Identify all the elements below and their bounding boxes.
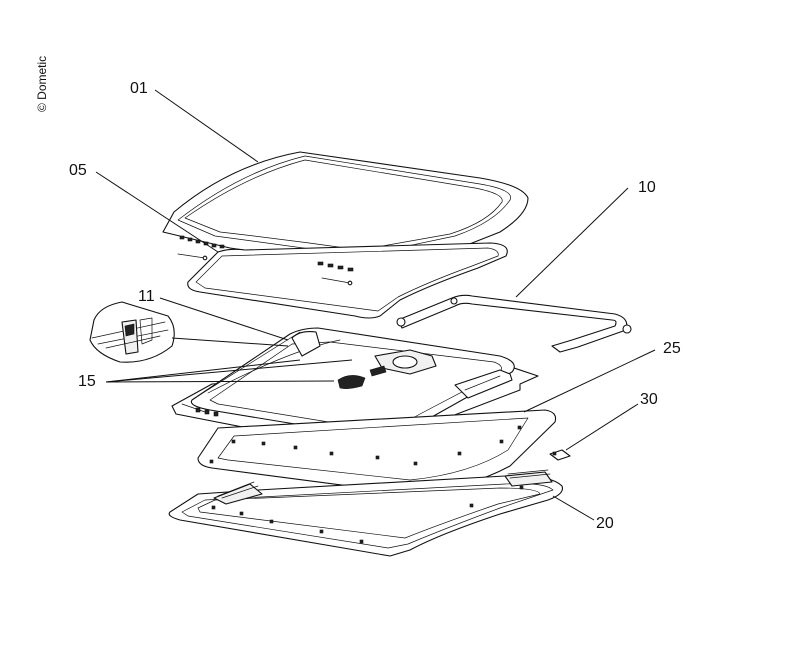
- callout-20: 20: [596, 515, 614, 532]
- callout-05: 05: [69, 162, 87, 179]
- callout-15: 15: [78, 373, 96, 390]
- part-01-dome-cover: 01: [130, 80, 529, 269]
- part-25-interior-frame: 25: [197, 340, 681, 495]
- part-20-inner-frame: 20: [168, 469, 614, 557]
- part-10-lifting-arm: 10: [396, 179, 656, 353]
- detail-inset-11: 11: [89, 288, 289, 363]
- callout-10: 10: [638, 179, 656, 196]
- callout-01: 01: [130, 80, 148, 97]
- part-05-gasket: 05: [69, 162, 508, 319]
- part-30-clip: 30: [549, 391, 658, 461]
- callout-15-leaders: 15: [78, 359, 353, 390]
- callout-30: 30: [640, 391, 658, 408]
- callout-25: 25: [663, 340, 681, 357]
- callout-11: 11: [138, 288, 155, 305]
